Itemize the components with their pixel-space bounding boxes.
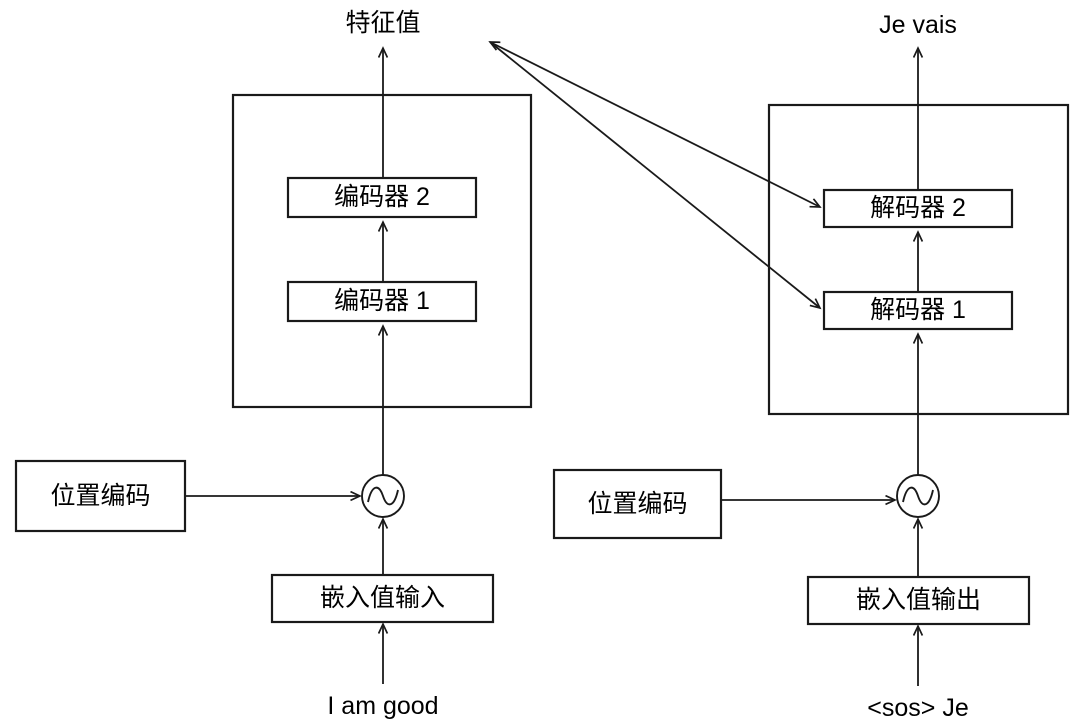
encoder-1-box[interactable] (286, 280, 478, 323)
cross-attention-arrow-to-decoder-1 (489, 41, 820, 308)
cross-attention-arrow-to-decoder-2 (490, 42, 820, 207)
sine-wave-icon (367, 486, 399, 506)
decoder-embedding-box[interactable] (806, 575, 1031, 626)
sine-wave-icon (902, 486, 934, 506)
encoder-embedding-box[interactable] (270, 573, 495, 624)
decoder-positional-encoding-box[interactable] (552, 468, 723, 540)
encoder-positional-encoding-box[interactable] (14, 459, 187, 533)
decoder-1-box[interactable] (822, 290, 1014, 331)
encoder-2-box[interactable] (286, 176, 478, 219)
encoder-stack-container (231, 93, 533, 409)
decoder-2-box[interactable] (822, 188, 1014, 229)
